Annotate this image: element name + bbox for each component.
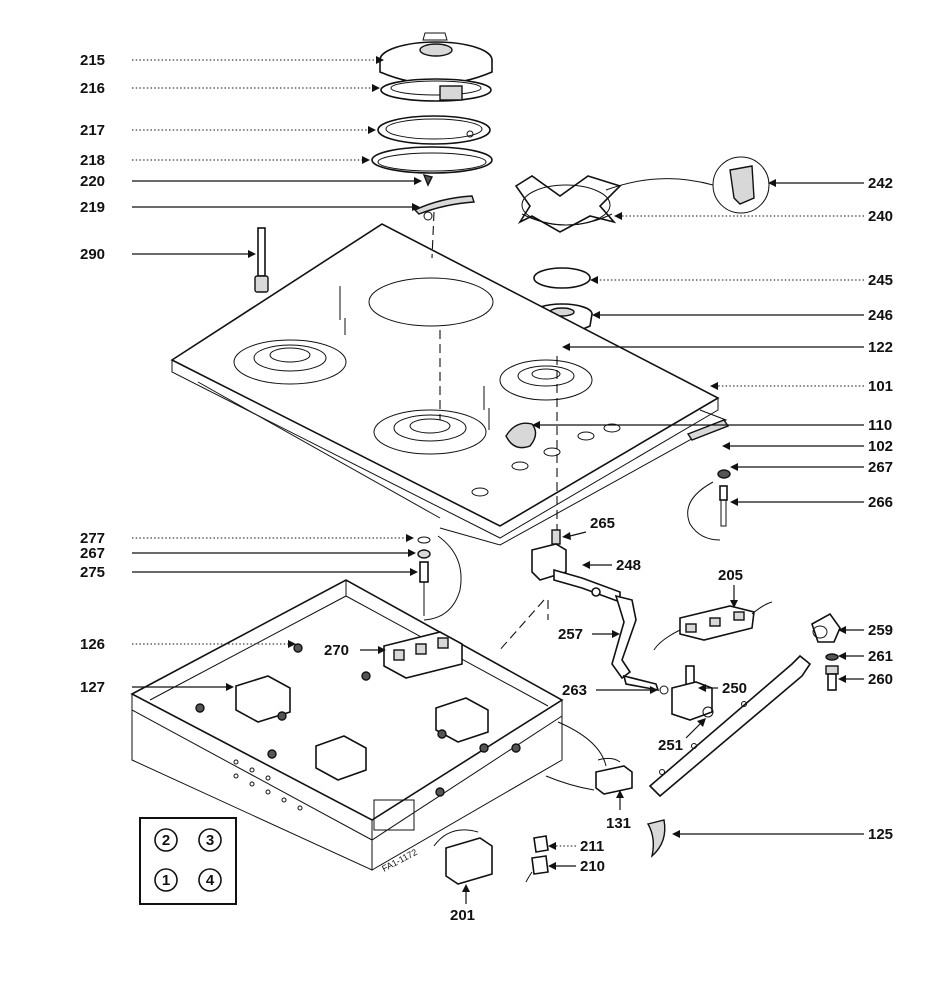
label-266: 266 bbox=[868, 494, 893, 511]
label-220: 220 bbox=[80, 173, 105, 190]
label-267-right: 267 bbox=[868, 459, 893, 476]
label-277: 277 bbox=[80, 530, 105, 547]
label-265: 265 bbox=[590, 515, 615, 532]
label-242: 242 bbox=[868, 175, 893, 192]
label-219: 219 bbox=[80, 199, 105, 216]
label-257: 257 bbox=[558, 626, 583, 643]
legend-burner-1: 1 bbox=[162, 872, 170, 889]
spark-module-201 bbox=[433, 829, 493, 885]
label-127: 127 bbox=[80, 679, 105, 696]
label-201: 201 bbox=[450, 907, 475, 924]
knob-110 bbox=[505, 422, 537, 449]
burner-position-legend: 2 3 1 4 bbox=[139, 817, 237, 905]
grate-240 bbox=[514, 175, 622, 233]
burner-head-216 bbox=[380, 78, 492, 102]
legend-burner-4: 4 bbox=[206, 872, 215, 889]
trim-strip-102 bbox=[686, 419, 730, 441]
label-267-left: 267 bbox=[80, 545, 105, 562]
base-tray bbox=[130, 579, 564, 871]
label-260: 260 bbox=[868, 671, 893, 688]
label-259: 259 bbox=[868, 622, 893, 639]
burner-seal-218 bbox=[371, 146, 493, 174]
regulator-250 bbox=[671, 665, 714, 721]
screw-220 bbox=[422, 173, 434, 187]
label-290: 290 bbox=[80, 246, 105, 263]
elbow-259 bbox=[811, 612, 841, 643]
label-270: 270 bbox=[324, 642, 349, 659]
bracket-219 bbox=[413, 195, 475, 221]
stamp-text: FA1-1172 bbox=[380, 847, 419, 874]
label-110: 110 bbox=[868, 417, 892, 434]
label-131: 131 bbox=[606, 815, 631, 832]
label-217: 217 bbox=[80, 122, 105, 139]
legend-burner-3: 3 bbox=[206, 832, 214, 849]
burner-ring-217 bbox=[377, 115, 491, 145]
electrode-266 bbox=[687, 469, 731, 541]
cap-245 bbox=[533, 267, 591, 289]
label-215: 215 bbox=[80, 52, 105, 69]
cooktop-panel-101 bbox=[170, 223, 728, 546]
label-240: 240 bbox=[868, 208, 893, 225]
connector-210 bbox=[525, 855, 549, 883]
label-216: 216 bbox=[80, 80, 105, 97]
label-126: 126 bbox=[80, 636, 105, 653]
igniter-290 bbox=[254, 227, 269, 293]
label-261: 261 bbox=[868, 648, 893, 665]
label-125: 125 bbox=[868, 826, 893, 843]
valve-assembly-248 bbox=[531, 529, 669, 695]
manifold-pipe bbox=[648, 654, 812, 798]
grate-foot-242 bbox=[712, 156, 770, 214]
label-245: 245 bbox=[868, 272, 893, 289]
label-246: 246 bbox=[868, 307, 893, 324]
label-210: 210 bbox=[580, 858, 605, 875]
cap-211 bbox=[533, 835, 549, 853]
label-122: 122 bbox=[868, 339, 893, 356]
label-251: 251 bbox=[658, 737, 683, 754]
label-275: 275 bbox=[80, 564, 105, 581]
label-218: 218 bbox=[80, 152, 105, 169]
electrode-275 bbox=[417, 535, 462, 621]
label-205: 205 bbox=[718, 567, 743, 584]
label-101: 101 bbox=[868, 378, 893, 395]
switch-205 bbox=[653, 601, 773, 651]
label-102: 102 bbox=[868, 438, 893, 455]
burner-cap-215 bbox=[379, 32, 493, 85]
legend-burner-2: 2 bbox=[162, 832, 170, 849]
terminal-block-270 bbox=[383, 631, 463, 679]
wire-harness-131 bbox=[545, 721, 633, 795]
washer-261 bbox=[825, 653, 839, 661]
clip-125 bbox=[646, 819, 666, 858]
label-263: 263 bbox=[562, 682, 587, 699]
label-211: 211 bbox=[580, 838, 604, 855]
screw-260 bbox=[825, 665, 839, 691]
label-248: 248 bbox=[616, 557, 641, 574]
label-250: 250 bbox=[722, 680, 747, 697]
